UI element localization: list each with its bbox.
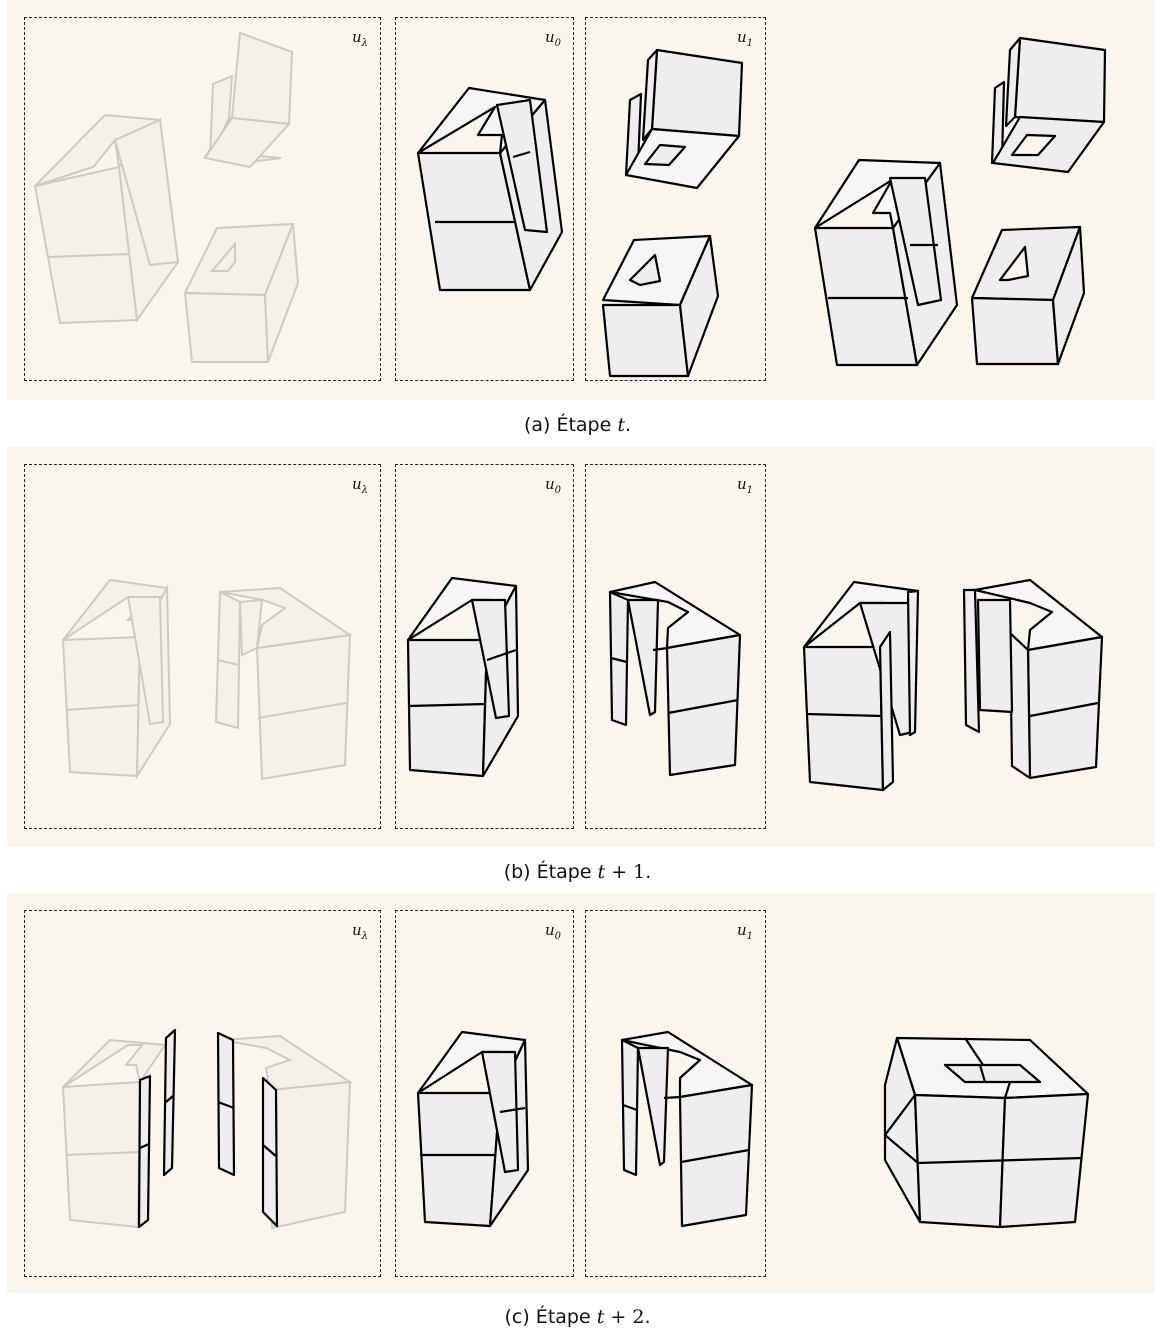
ghost-group-b [63,580,350,779]
assembled-c [885,1038,1088,1227]
ghost-a-upright-back [232,33,292,124]
ghost-group-a [35,33,298,362]
u1-a-up-back [652,50,742,136]
asm-b-left-highlight-2 [908,591,918,735]
u1-group-c [622,1032,752,1226]
asm-b-right-front [1028,637,1102,778]
u1-c-inner [638,1048,668,1165]
u1-a-lo-front [603,305,688,376]
ghost-c-pillar-2 [139,1076,150,1227]
assembled-b [804,580,1102,790]
u0-group-a [418,88,562,290]
u1-group-a [603,50,742,376]
ghost-c-pillar-1 [164,1030,175,1175]
asm-b-left-front [804,647,883,790]
u1-b-front [667,635,740,775]
asm-b-left-highlight [880,632,893,790]
ghost-c-edges [139,1030,277,1227]
assembled-a [815,38,1105,365]
ghost-group-c [63,1036,350,1228]
u0-group-c [418,1032,528,1226]
u0-c-front [418,1093,500,1226]
asm-b-right-inner [978,600,1012,712]
u0-group-b [408,578,518,776]
ghost-a-lower-front [185,293,268,362]
asm-b-right-highlight-1 [964,590,979,732]
asm-a-lr-front [972,298,1058,364]
u0-b-front [408,640,487,776]
u1-group-b [610,582,740,775]
ghost-b-right-front [257,635,350,779]
ghost-c-right-top [222,1036,350,1090]
u1-b-inner [628,600,658,715]
asm-a-ur-back [1015,38,1105,122]
asm-b-right-highlight-2 [1010,633,1030,778]
ghost-c-right-front [270,1082,350,1228]
